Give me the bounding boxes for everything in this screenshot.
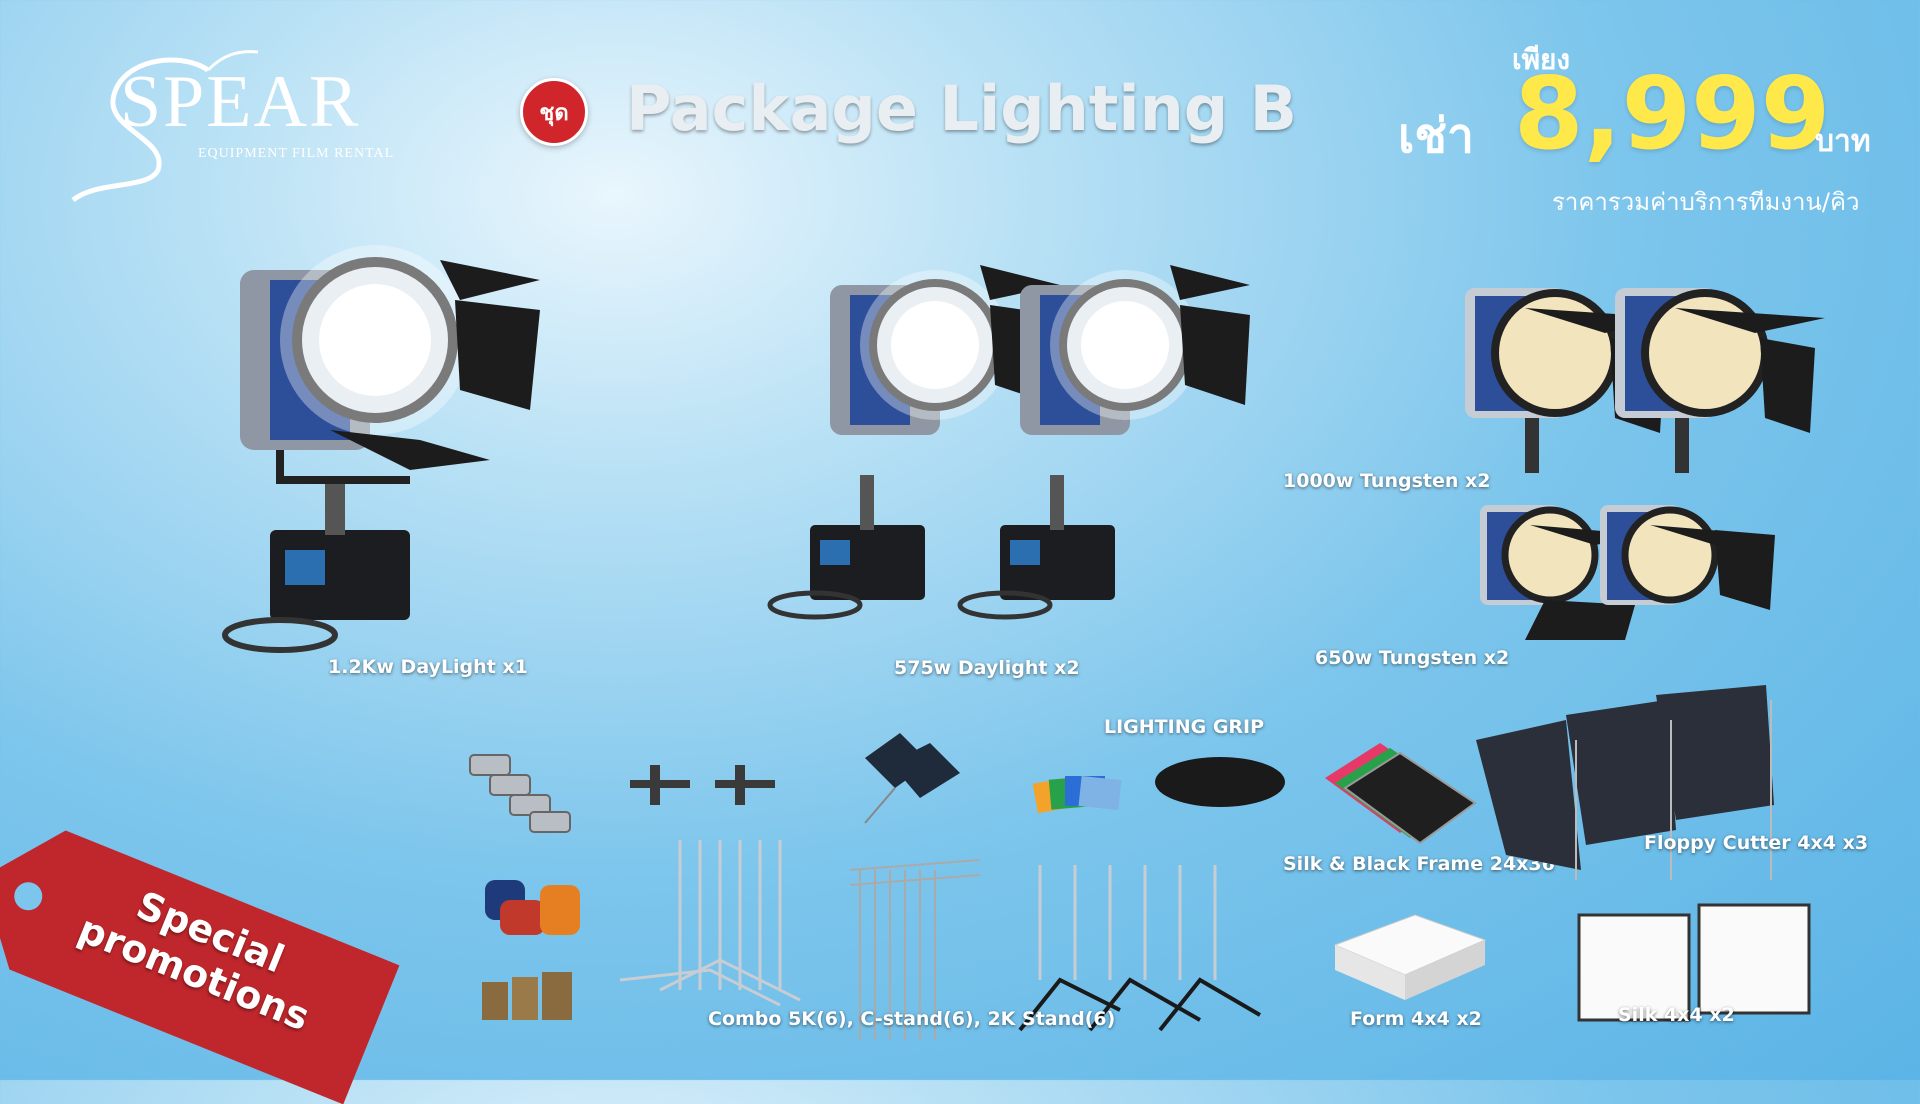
label-silk: Silk 4x4 x2 [1618, 1004, 1735, 1026]
label-light-1200: 1.2Kw DayLight x1 [328, 656, 528, 678]
sandbags-image [480, 870, 590, 944]
label-light-650: 650w Tungsten x2 [1315, 647, 1510, 669]
logo-wordmark: SPEAR [120, 61, 361, 143]
label-light-1000: 1000w Tungsten x2 [1283, 470, 1491, 492]
apple-box-icon [482, 972, 572, 1020]
frame-icon [1325, 743, 1477, 845]
sandbag-icon [485, 880, 580, 935]
logo-tagline: EQUIPMENT FILM RENTAL [198, 146, 395, 161]
fresnel-light-pair-icon [767, 265, 1250, 620]
silk-frame-image [1320, 738, 1480, 852]
label-combo-stands: Combo 5K(6), C-stand(6), 2K Stand(6) [708, 1008, 1116, 1030]
label-form: Form 4x4 x2 [1350, 1008, 1482, 1030]
clamp-icon [469, 754, 571, 833]
stand-icon [619, 840, 1262, 1040]
special-promotions-tag: Special promotions [0, 808, 400, 1104]
gels-image [1030, 770, 1130, 824]
cloth-image [1150, 752, 1290, 816]
light-650-image [1465, 490, 1785, 654]
page-title: Package Lighting B [626, 72, 1297, 145]
c-clamps-image [625, 760, 795, 814]
tag-shape-icon [0, 830, 400, 1104]
apple-boxes-image [482, 972, 582, 1026]
price-note: ราคารวมค่าบริการทีมงาน/คิว [1552, 188, 1860, 216]
fresnel-light-icon [222, 245, 540, 653]
floppy-cutter-icon [1476, 685, 1774, 880]
tungsten-light-pair-small-icon [1480, 505, 1775, 640]
label-floppy: Floppy Cutter 4x4 x3 [1644, 832, 1869, 854]
spear-logo: SPEAR EQUIPMENT FILM RENTAL [58, 30, 418, 203]
foam-board-image [1333, 914, 1487, 1009]
price-unit: บาท [1815, 124, 1871, 159]
flags-image [855, 728, 965, 832]
light-1200-image [210, 240, 570, 674]
silk-panel-icon [1577, 903, 1811, 1022]
price-rent-label: เช่า [1398, 108, 1474, 164]
label-light-575: 575w Daylight x2 [894, 657, 1080, 679]
light-1000-image [1445, 268, 1825, 482]
stands-image [619, 840, 1280, 1044]
foam-board-icon [1333, 914, 1487, 1000]
price-amount: 8,999 [1514, 55, 1831, 172]
package-badge: ชุด [520, 78, 588, 146]
cloth-icon [1155, 757, 1285, 807]
price-prefix: เพียง [1512, 43, 1571, 76]
gel-icon [1032, 775, 1122, 814]
c-clamp-icon [630, 765, 775, 805]
grip-heading: LIGHTING GRIP [1104, 716, 1265, 738]
flag-icon [864, 733, 960, 824]
light-575-image [760, 255, 1280, 639]
floppy-cutter-image [1476, 680, 1816, 884]
tungsten-light-pair-icon [1465, 288, 1825, 473]
silk-image [1574, 903, 1814, 1029]
label-silk-frame: Silk & Black Frame 24x36 [1283, 853, 1555, 875]
clamps-image [465, 750, 605, 844]
logo-swash-icon [71, 50, 259, 203]
